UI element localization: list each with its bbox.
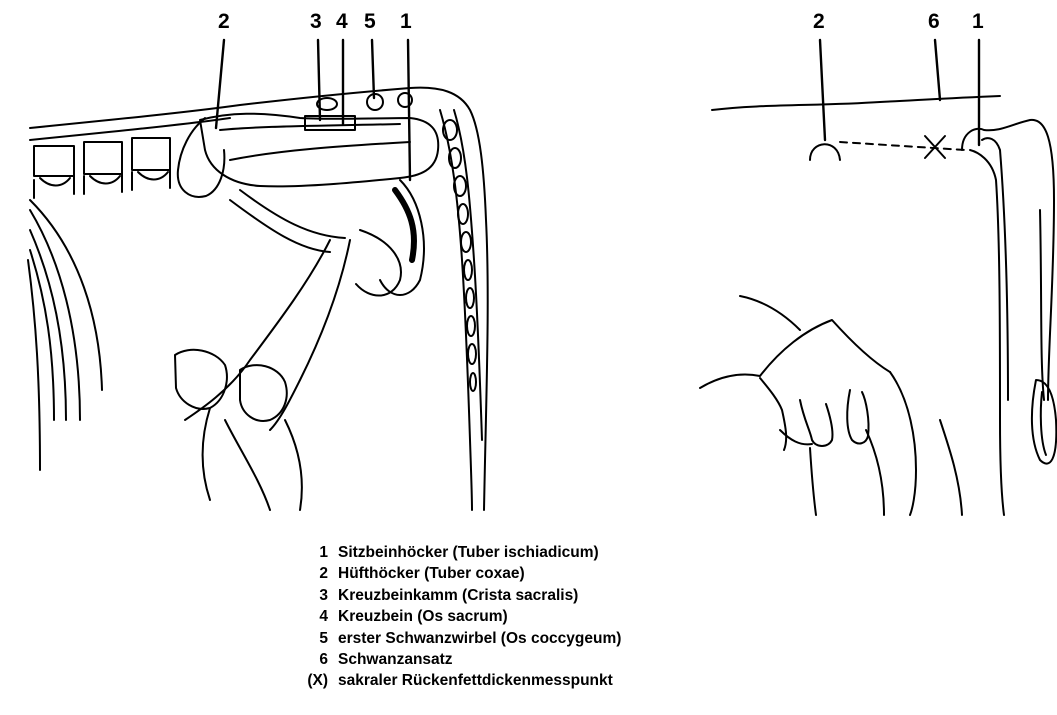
anatomy-figure: 2 3 4 5 1 2 6 1	[0, 0, 1057, 520]
right-label-1: 1	[972, 10, 984, 33]
right-drawing-labels: 2 6 1	[813, 10, 984, 33]
skeleton-drawing	[28, 88, 488, 510]
legend-text: erster Schwanzwirbel (Os coccygeum)	[338, 628, 621, 649]
leader-right-2	[820, 40, 825, 140]
leader-left-5	[372, 40, 374, 98]
legend-number: 4	[292, 606, 338, 627]
left-label-5: 5	[364, 10, 376, 33]
legend-number: 3	[292, 585, 338, 606]
leader-left-1	[408, 40, 410, 180]
legend-text: sakraler Rückenfettdickenmesspunkt	[338, 670, 613, 691]
legend-text: Kreuzbeinkamm (Crista sacralis)	[338, 585, 578, 606]
legend-text: Schwanzansatz	[338, 649, 453, 670]
vertebrae	[34, 138, 170, 198]
right-label-6: 6	[928, 10, 940, 33]
left-label-3: 3	[310, 10, 322, 33]
cow-outline-drawing	[700, 96, 1056, 515]
legend-text: Kreuzbein (Os sacrum)	[338, 606, 508, 627]
legend-number: (X)	[292, 670, 338, 691]
legend-number: 6	[292, 649, 338, 670]
right-label-2: 2	[813, 10, 825, 33]
legend-number: 5	[292, 628, 338, 649]
legend-text: Hüfthöcker (Tuber coxae)	[338, 563, 525, 584]
legend-number: 2	[292, 563, 338, 584]
leader-right-6	[935, 40, 940, 100]
legend-number: 1	[292, 542, 338, 563]
legend-item: (X)sakraler Rückenfettdickenmesspunkt	[292, 670, 621, 691]
left-label-4: 4	[336, 10, 348, 33]
tail-vertebrae	[440, 110, 482, 510]
left-drawing-labels: 2 3 4 5 1	[218, 10, 412, 33]
ribs	[28, 200, 102, 470]
legend-text: Sitzbeinhöcker (Tuber ischiadicum)	[338, 542, 599, 563]
left-label-2: 2	[218, 10, 230, 33]
left-label-1: 1	[400, 10, 412, 33]
